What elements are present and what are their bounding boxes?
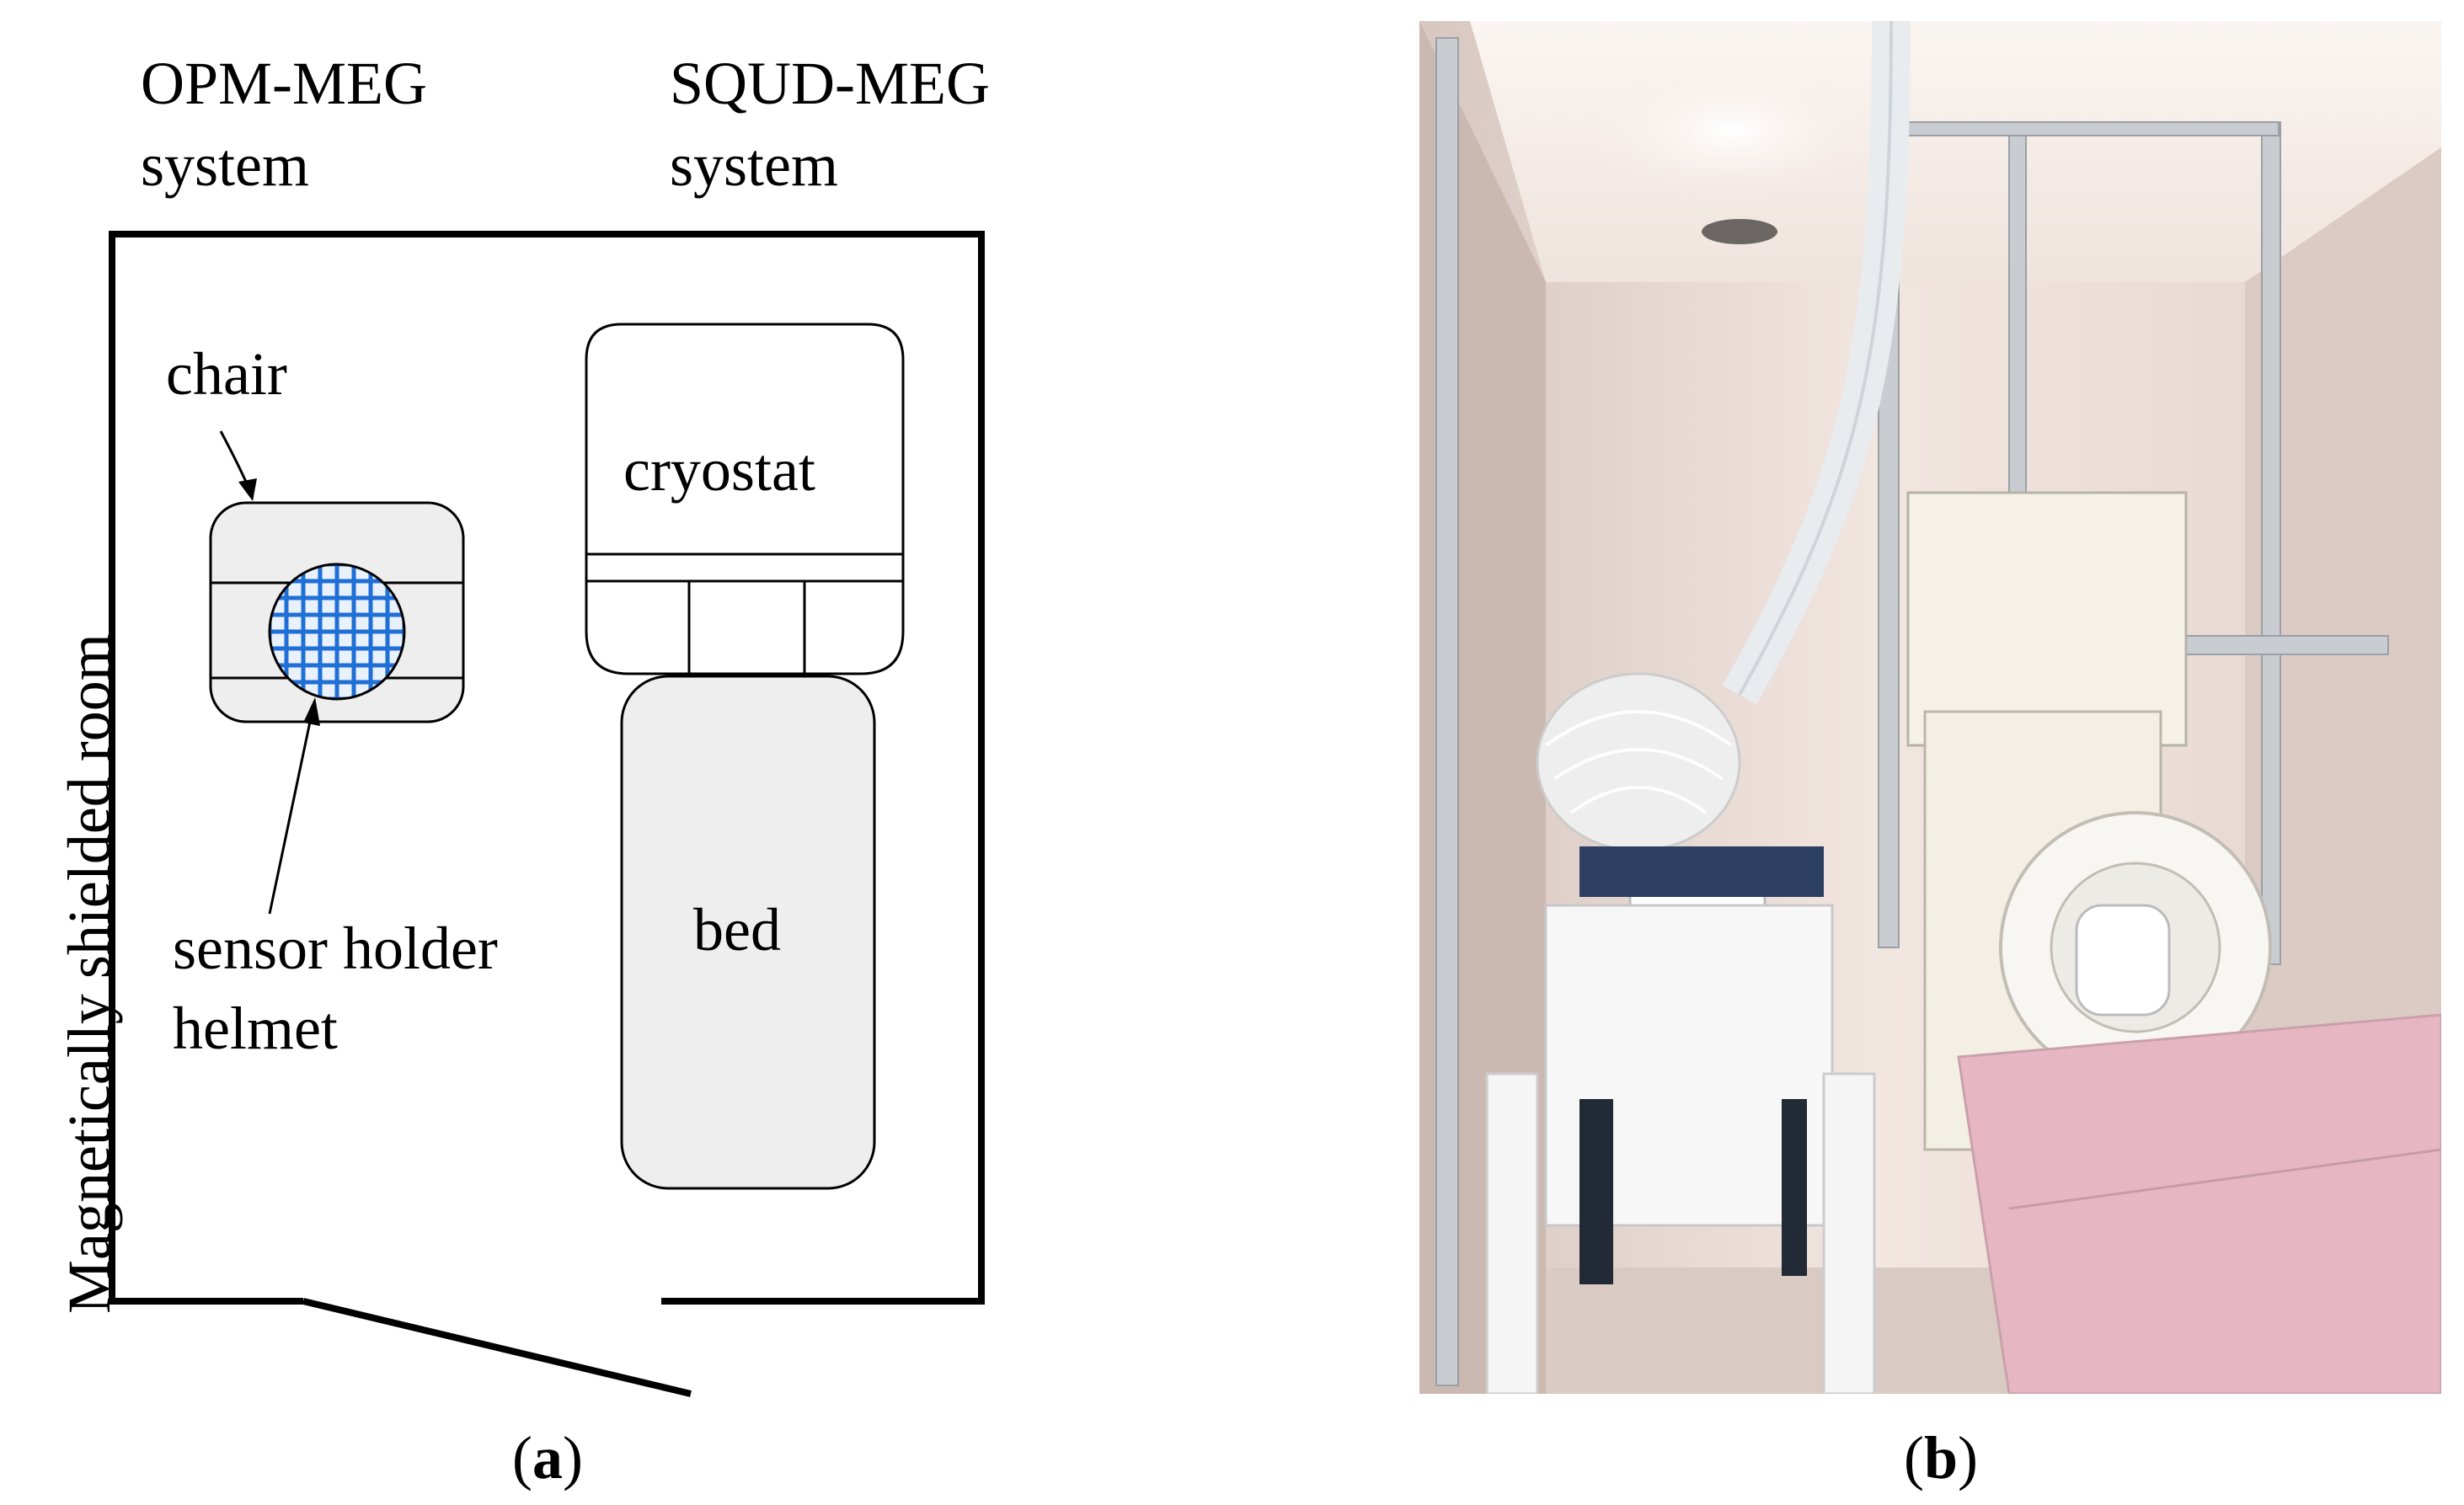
chair-label: chair xyxy=(166,340,287,408)
bed xyxy=(620,675,876,1190)
sensor-holder-helmet xyxy=(268,563,406,701)
panel-a-caption: (a) xyxy=(512,1424,583,1492)
bed-label: bed xyxy=(693,896,781,963)
panel-b-caption: (b) xyxy=(1904,1424,1979,1492)
room-layout-diagram xyxy=(109,231,985,1397)
room-door xyxy=(302,1298,692,1397)
helmet-label-line1: sensor holder xyxy=(173,915,498,982)
squid-meg-system-title-line2: system xyxy=(670,131,839,199)
squid-meg-system-title-line1: SQUD-MEG xyxy=(670,50,991,117)
helmet-label-line2: helmet xyxy=(173,995,338,1062)
cryostat-label: cryostat xyxy=(623,436,815,504)
opm-meg-system-title-line2: system xyxy=(141,131,310,199)
room-wall xyxy=(109,231,985,1301)
meg-room-photo xyxy=(1419,21,2441,1394)
helmet-pointer-arrow xyxy=(268,697,320,915)
chair-pointer-arrow xyxy=(219,430,257,501)
opm-meg-system-title-line1: OPM-MEG xyxy=(141,50,428,117)
room-label: Magnetically shielded room xyxy=(56,633,123,1314)
cryostat xyxy=(585,323,905,675)
